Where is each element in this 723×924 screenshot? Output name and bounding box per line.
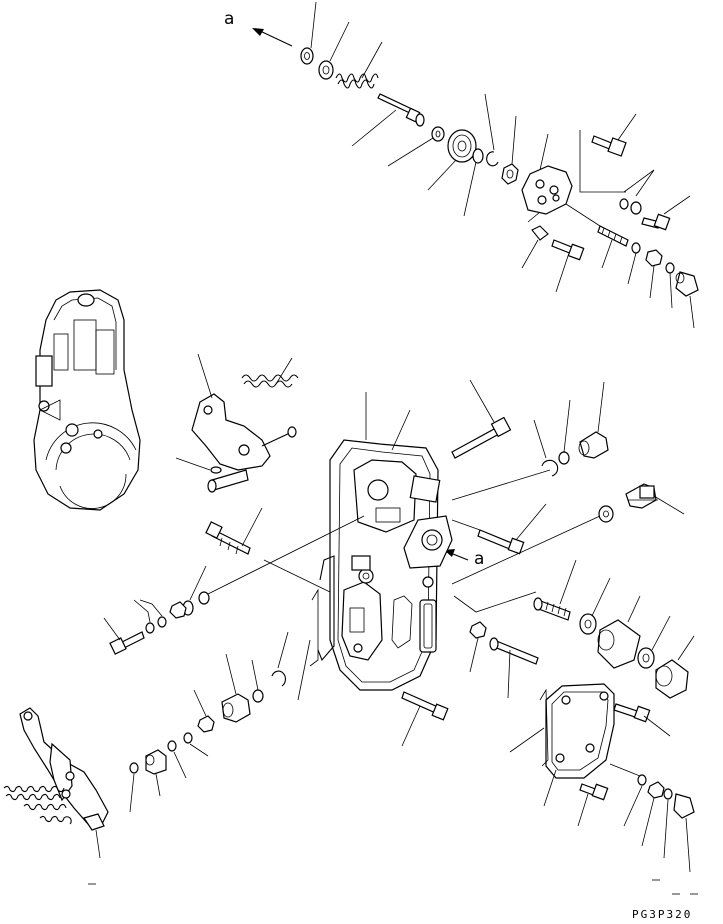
sleeve-left [145,749,167,797]
cap-plunger [675,271,699,329]
washer-plunger-2 [665,262,675,309]
washer-left-1 [198,515,365,605]
long-bolt-center [451,379,512,459]
plug-center [578,381,609,459]
spring-top [335,41,383,89]
cap-cover-r [673,793,695,873]
lever-bracket [191,353,297,493]
bolt-cover-lower [577,783,609,827]
bolt-left-lower [103,617,145,655]
view-label-a-top: a [224,9,234,29]
bolt-lower-center [401,691,449,747]
nut-mid [469,621,487,673]
washer-pair-right [619,169,655,215]
top-washer-group [300,1,350,80]
nut-left [169,601,187,619]
plunger-rod [565,203,629,269]
arrow-a-top [252,28,293,47]
snap-ring-left [271,631,289,687]
bolt-cover-upper [613,703,671,737]
spring-lever [241,357,299,388]
sleeve-adjust [597,595,641,669]
washer-cover-r2 [663,788,673,859]
bolt-upper-right [579,113,637,193]
nut-left-lower [193,689,215,733]
shaft-bolt-top [351,93,425,147]
o-ring-left [251,659,264,703]
snap-ring-center [533,419,559,477]
bolt-long-to-cover [451,469,551,555]
view-label-a-mid: a [474,549,484,569]
washer-plunger [627,242,641,285]
bolt-center-small [551,239,585,293]
lever-arm [19,707,109,859]
governor-housing-small [521,133,573,215]
nut-cover-r [641,781,665,847]
snap-ring-2 [484,93,499,167]
adjusting-screw [453,559,577,621]
spring-lever-arm [3,785,72,825]
washer-small-1 [387,126,445,167]
nut-top [501,115,519,185]
cap-adjust [655,635,695,699]
washer-adjust-2 [637,615,671,669]
side-cover-housing [33,289,141,511]
bolt-right-small [641,195,691,231]
washer-cover-r1 [609,763,647,827]
pump-main-housing [329,392,453,691]
link-line-left [263,559,331,593]
plug-left [221,653,251,723]
screw-mid [489,637,539,699]
washer-left-5 [129,762,139,813]
pin-lever [175,457,222,474]
nut-plunger [645,249,663,299]
right-cover-plate [509,683,615,807]
fitting-right [625,483,685,515]
washer-left-3 [183,732,209,757]
drawing-code: PG3P320 [632,908,692,921]
bolt-left-top [205,507,263,555]
snap-ring-1 [463,148,484,217]
clip-left [521,211,549,269]
o-ring-center [558,399,571,465]
gasket-main [297,555,335,701]
washer-adjust [579,577,611,635]
washer-right-mid [451,505,614,585]
flange-disc [427,129,477,191]
washer-pair-left [133,599,167,634]
washer-left-4 [167,740,187,779]
